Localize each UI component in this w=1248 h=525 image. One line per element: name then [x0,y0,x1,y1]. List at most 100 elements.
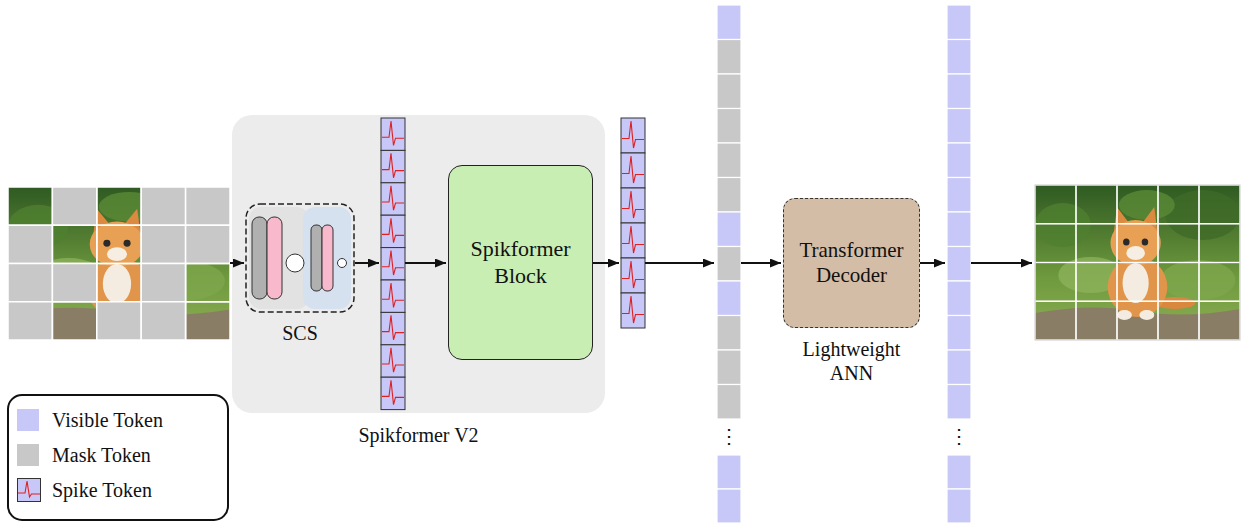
node-label: Spikformer Block [449,236,592,289]
visible-token [947,74,971,109]
visible-token [717,5,741,40]
spike-trace [18,481,40,497]
mask-patch [8,225,52,263]
mask-patch [186,225,230,263]
patch-grid [1158,301,1199,340]
patch-grid [1199,185,1240,224]
bn-bar [322,225,333,291]
visible-token [947,455,971,489]
patch-grid [1158,263,1199,302]
scs-stage [303,207,351,309]
spike-token [621,188,645,223]
token-column [947,5,971,419]
legend-label: Spike Token [52,479,152,502]
mask-patch [141,187,185,225]
visible-token [717,212,741,247]
conv-bar [252,217,267,299]
flow-arrow [920,262,945,264]
mask-token [717,316,741,351]
mask-patch [141,225,185,263]
mask-token [717,40,741,75]
visible-token [947,109,971,144]
spike-trace [382,380,404,404]
spike-token [381,377,405,409]
mask-token [717,109,741,144]
node-caption: Spikformer V2 [232,423,605,447]
panel-region: Spikformer V2SCSSpikformer Block [232,115,605,413]
spike-token [381,215,405,247]
visible-token [947,212,971,247]
token-column [717,455,741,523]
patch-grid [1035,301,1076,340]
spike-trace [382,186,404,210]
visible-token [947,316,971,351]
patch-grid [1199,263,1240,302]
spike-token [621,258,645,293]
flow-arrow [741,262,781,264]
mask-patch [186,187,230,225]
mask-token [717,247,741,282]
visible-token [717,455,741,489]
spike-trace [382,283,404,307]
visible-token [717,489,741,523]
kitten-photo [8,187,230,340]
mask-token [717,178,741,213]
spike-trace [382,121,404,145]
patch-grid [1158,185,1199,224]
spike-token [381,118,405,150]
flow-arrow [971,262,1032,264]
visible-patch [97,187,141,225]
legend-label: Visible Token [52,409,163,432]
kitten-photo [1035,185,1240,340]
spike-trace [382,218,404,242]
flow-arrow [230,262,244,264]
visible-token [947,5,971,40]
mask-token [717,350,741,385]
patch-grid [1076,263,1117,302]
process-box: Spikformer Block [448,165,593,360]
spike-trace [382,251,404,275]
legend-entry: Visible Token [17,408,163,432]
mask-patch [141,302,185,340]
spike-token [621,118,645,153]
flow-arrow [355,262,379,264]
mask-patch [8,302,52,340]
spike-token [381,150,405,182]
scs-module: SCS [245,203,355,313]
scs-outline [246,204,354,312]
visible-patch [97,225,141,263]
ellipsis-mark: ⋮ [947,426,971,446]
spike-token [621,153,645,188]
panel-background [232,115,605,413]
scs-stage [249,207,309,309]
node-caption: SCS [225,321,375,345]
mask-patch [97,302,141,340]
spike-trace [622,226,644,253]
patch-grid [1076,301,1117,340]
mask-patch [52,264,96,302]
mask-token [717,385,741,420]
patch-grid [1117,185,1158,224]
mask-patch [52,187,96,225]
reconstructed-image [1035,185,1240,340]
spike-trace [622,191,644,218]
decoder-box: Transformer DecoderLightweight ANN [783,198,920,328]
spike-trace [622,296,644,323]
legend-box [8,395,228,520]
conv-bar [311,225,322,291]
visible-patch [52,225,96,263]
visible-token [947,143,971,178]
mask-token [717,143,741,178]
visible-patch [8,187,52,225]
visible-token [717,281,741,316]
spike-token [621,223,645,258]
spike-trace [622,261,644,288]
visible-patch [97,264,141,302]
spike-token [621,293,645,328]
patch-grid [1117,224,1158,263]
patch-grid [1035,224,1076,263]
mask-token [717,74,741,109]
ellipsis-mark: ⋮ [717,426,741,446]
mask-patch [8,264,52,302]
